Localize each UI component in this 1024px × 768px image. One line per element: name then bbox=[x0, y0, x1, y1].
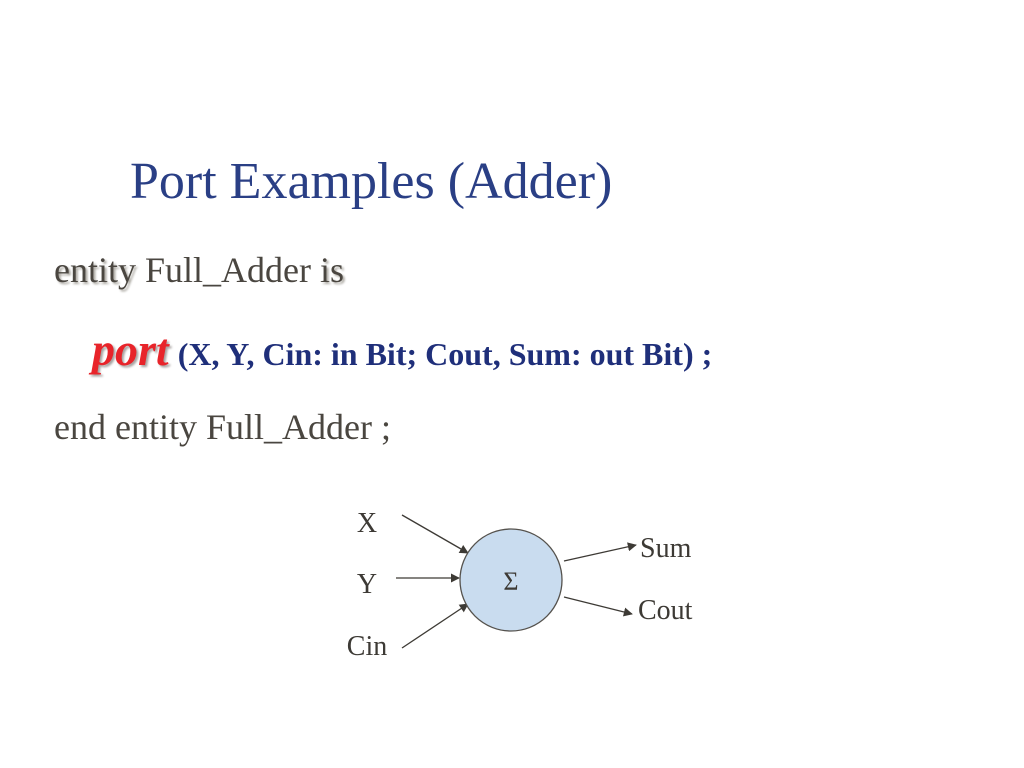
output-label-sum: Sum bbox=[640, 533, 692, 564]
input-label-x: X bbox=[357, 508, 377, 539]
sigma-symbol: Σ bbox=[503, 567, 518, 596]
input-label-y: Y bbox=[357, 569, 377, 600]
input-arrow-cin bbox=[401, 603, 469, 649]
slide-title: Port Examples (Adder) bbox=[130, 153, 613, 210]
adder-circle bbox=[459, 528, 563, 632]
port-arguments: (X, Y, Cin: in Bit; Cout, Sum: out Bit) … bbox=[177, 336, 713, 372]
keyword-is: is bbox=[319, 250, 344, 290]
input-arrow-x bbox=[401, 514, 469, 554]
keyword-entity: entity bbox=[54, 250, 136, 290]
port-declaration-line: port (X, Y, Cin: in Bit; Cout, Sum: out … bbox=[92, 327, 713, 376]
end-entity-line: end entity Full_Adder ; bbox=[54, 407, 391, 447]
entity-declaration-line: entity Full_Adder is bbox=[54, 248, 344, 292]
output-arrow-sum bbox=[563, 542, 637, 562]
entity-name: Full_Adder bbox=[144, 250, 311, 290]
output-label-cout: Cout bbox=[638, 595, 693, 626]
output-arrow-cout bbox=[563, 596, 633, 617]
input-label-cin: Cin bbox=[347, 631, 387, 662]
keyword-port: port bbox=[92, 324, 169, 375]
